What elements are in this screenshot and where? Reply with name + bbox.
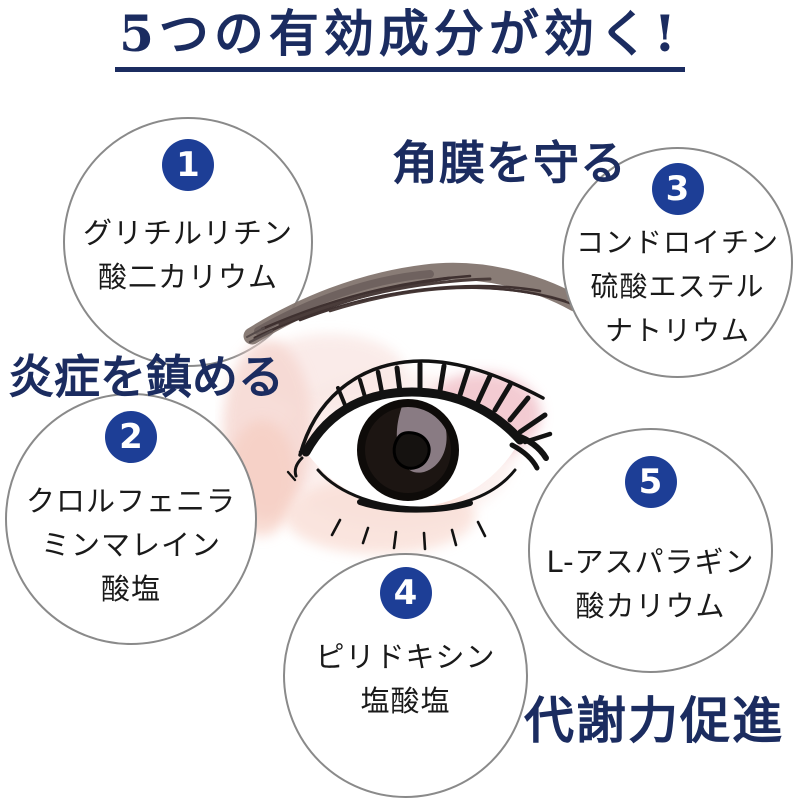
ingredient-line: ミンマレイン — [40, 528, 221, 562]
ingredient-line: L-アスパラギン — [546, 545, 755, 579]
ingredient-name-4: ピリドキシン 塩酸塩 — [285, 635, 526, 723]
ingredient-line: コンドロイチン — [575, 226, 779, 259]
number-badge-2: 2 — [105, 411, 157, 463]
eyebrow-sketch — [243, 262, 584, 345]
ingredient-bubble-4: 4 ピリドキシン 塩酸塩 — [283, 553, 528, 798]
eye-sketch — [286, 359, 553, 551]
benefit-label-calm-inflammation: 炎症を鎮める — [8, 350, 284, 404]
ingredient-name-2: クロルフェニラ ミンマレイン 酸塩 — [7, 479, 255, 611]
number-badge-1: 1 — [162, 139, 214, 191]
ingredient-name-1: グリチルリチン 酸二カリウム — [65, 211, 311, 299]
ingredient-line: 酸塩 — [100, 572, 161, 606]
ingredient-name-3: コンドロイチン 硫酸エステル ナトリウム — [564, 221, 791, 353]
pupil — [392, 431, 431, 470]
ingredient-name-5: L-アスパラギン 酸カリウム — [530, 540, 771, 628]
benefit-label-protect-cornea: 角膜を守る — [392, 136, 627, 190]
ingredient-line: 塩酸塩 — [360, 684, 451, 718]
ingredient-line: 酸カリウム — [575, 589, 726, 623]
ingredient-line: グリチルリチン — [82, 216, 293, 250]
number-badge-5: 5 — [624, 456, 677, 508]
ingredient-line: クロルフェニラ — [25, 484, 236, 518]
eye-sketch-illustration — [223, 262, 584, 554]
ingredient-line: 酸二カリウム — [97, 260, 278, 294]
ingredient-line: 硫酸エステル — [590, 270, 765, 303]
ingredient-bubble-3: 3 コンドロイチン 硫酸エステル ナトリウム — [562, 147, 793, 378]
benefit-label-boost-metabolism: 代謝力促進 — [524, 691, 784, 750]
header: 5つの有効成分が効く! — [0, 6, 800, 72]
ingredient-line: ピリドキシン — [315, 640, 496, 674]
number-badge-3: 3 — [651, 163, 704, 215]
ingredient-bubble-1: 1 グリチルリチン 酸二カリウム — [63, 117, 313, 367]
ingredient-line: ナトリウム — [604, 314, 750, 347]
ingredient-bubble-5: 5 L-アスパラギン 酸カリウム — [528, 428, 773, 673]
number-badge-4: 4 — [379, 567, 432, 619]
page-title: 5つの有効成分が効く! — [115, 6, 685, 72]
ingredient-bubble-2: 2 クロルフェニラ ミンマレイン 酸塩 — [5, 393, 257, 645]
